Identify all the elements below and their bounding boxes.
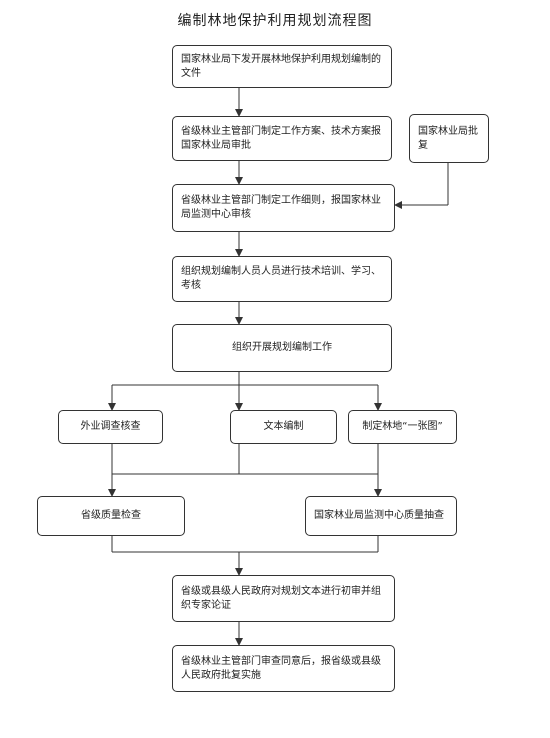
node-step4: 组织规划编制人员人员进行技术培训、学习、考核 [172,256,392,302]
node-step6: 省级或县级人民政府对规划文本进行初审并组织专家论证 [172,575,395,622]
node-qc-nat: 国家林业局监测中心质量抽查 [305,496,457,536]
node-qc-prov: 省级质量检查 [37,496,185,536]
node-step3: 省级林业主管部门制定工作细则，报国家林业局监测中心审核 [172,184,395,232]
node-approve: 国家林业局批复 [409,114,489,163]
node-map: 制定林地“一张图” [348,410,457,444]
node-step5: 组织开展规划编制工作 [172,324,392,372]
node-step1: 国家林业局下发开展林地保护利用规划编制的文件 [172,45,392,88]
diagram-title: 编制林地保护利用规划流程图 [177,13,373,29]
node-survey: 外业调查核查 [58,410,163,444]
node-text: 文本编制 [230,410,337,444]
node-step7: 省级林业主管部门审查同意后，报省级或县级人民政府批复实施 [172,645,395,692]
node-step2: 省级林业主管部门制定工作方案、技术方案报国家林业局审批 [172,116,392,161]
